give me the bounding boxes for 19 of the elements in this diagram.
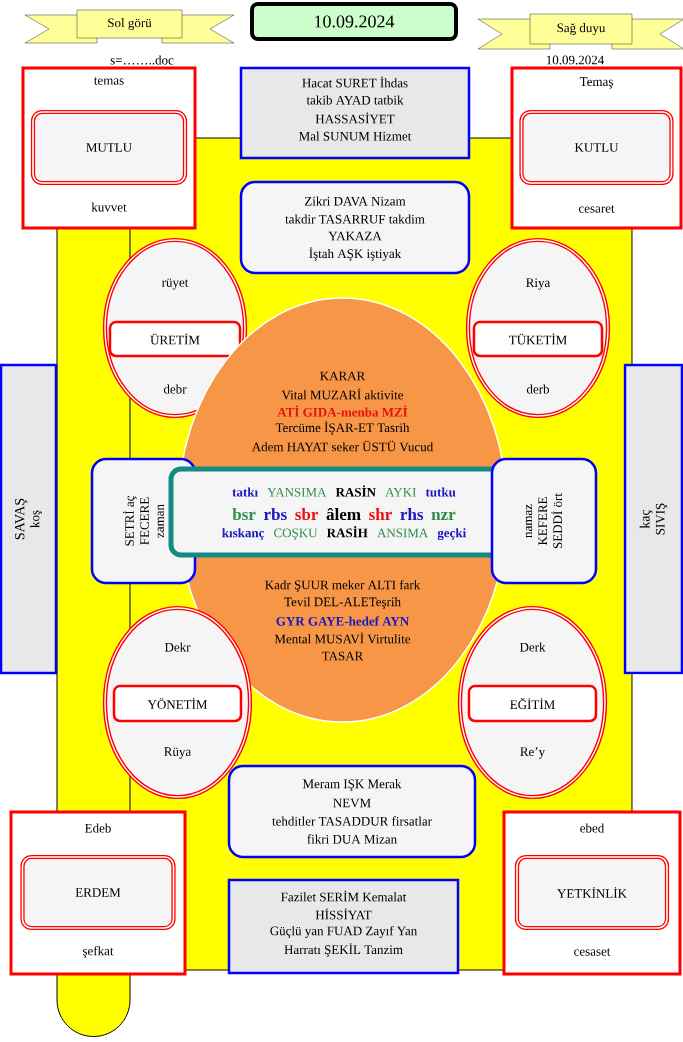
note-text: s=……..doc [110,55,174,65]
label-box: EĞİTİM [467,684,598,723]
text-box: Fazilet SERİM Kemalat HİSSİYAT Güçlü yan FUAD Zayıf Yan Harratı ŞEKİL Tanzim [227,878,460,975]
rounded-box: ERDEM [20,854,176,931]
text-box: Hacat SURET İhdas takib AYAD tatbik HASSASİYET Mal SUNUM Hizmet [239,66,471,160]
label-box: ÜRETİM [108,320,242,358]
rounded-box: Zikri DAVA Nizam takdir TASARRUF takdim YAKAZA İştah AŞK iştiyak [239,180,471,275]
rounded-box: Meram IŞK Merak NEVM tehditler TASADDUR firsatlar fikri DUA Mizan [227,764,477,859]
rounded-box: KUTLU [519,109,674,186]
rounded-box: MUTLU [30,109,188,186]
ribbon-banner: Sağ duyu [477,13,683,50]
rounded-box: namaz KEFERE SEDDİ ört [490,457,598,585]
label-box: TÜKETİM [472,320,604,358]
side-panel: kaç SIVIŞ [623,363,683,675]
date-box: 10.09.2024 [250,2,458,41]
side-panel: SAVAŞ koş [0,363,58,675]
ribbon-banner: Sol görü [24,9,235,44]
rounded-box: YETKİNLİK [514,854,670,931]
label-box: YÖNETİM [112,684,243,723]
